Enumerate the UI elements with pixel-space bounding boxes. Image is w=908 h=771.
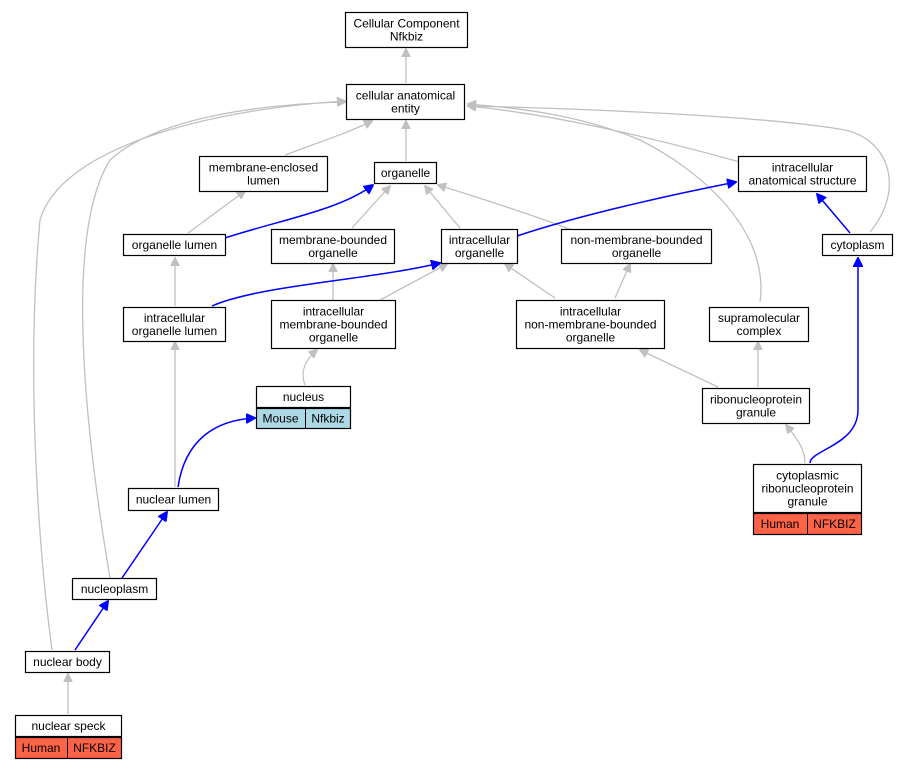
badge-background	[255, 407, 352, 430]
edge-iol-io	[211, 263, 440, 307]
node-label-line: organelle	[566, 331, 616, 345]
badge-species: Mouse	[262, 412, 298, 426]
node-label-line: ribonucleoprotein	[710, 393, 802, 407]
node-organelle-lumen[interactable]: organelle lumen	[122, 233, 227, 257]
edge-nmbo-organelle	[438, 185, 581, 234]
edge-crnpg-cytoplasm	[809, 258, 858, 464]
node-label-line: lumen	[247, 174, 280, 188]
badge-gene: Nfkbiz	[311, 412, 344, 426]
edge-mbo-organelle	[351, 186, 390, 229]
badge-gene: NFKBIZ	[813, 517, 856, 531]
edge-rnpg-inmbo	[640, 350, 719, 388]
node-label-line: cytoplasm	[830, 238, 884, 252]
edge-nlumen-nucleus	[177, 418, 255, 488]
node-label-line: organelle lumen	[132, 238, 217, 252]
node-label-line: Cellular Component	[353, 17, 460, 31]
node-label-line: intracellular	[560, 305, 621, 319]
node-nuclear-speck[interactable]: nuclear speck	[14, 714, 123, 738]
node-label-line: nuclear lumen	[136, 493, 211, 507]
node-label-line: intracellular	[303, 305, 364, 319]
node-label-line: Nfkbiz	[390, 30, 423, 44]
badge-background	[14, 736, 123, 760]
edge-inmbo-nmbo	[614, 264, 630, 299]
node-label-line: intracellular	[772, 161, 833, 175]
node-label-line: anatomical structure	[748, 174, 856, 188]
node-organelle[interactable]: organelle	[373, 161, 438, 185]
node-label-line: cellular anatomical	[356, 89, 455, 103]
node-label-line: organelle	[455, 246, 505, 260]
node-label-line: organelle	[612, 246, 662, 260]
edge-cytoplasm-cae	[468, 106, 890, 233]
edge-nbody-cae	[33, 101, 345, 651]
node-label-line: nuclear speck	[31, 719, 106, 733]
node-label-line: ribonucleoprotein	[761, 482, 853, 496]
node-label-line: supramolecular	[718, 311, 800, 325]
edge-nucleoplasm-nlumen	[121, 512, 167, 579]
node-label-line: membrane-bounded	[279, 318, 387, 332]
node-label-line: organelle lumen	[132, 324, 217, 338]
node-nuclear-body[interactable]: nuclear body	[24, 650, 111, 674]
node-intracellular-non-membrane-bounded-organelle[interactable]: intracellularnon-membrane-boundedorganel…	[515, 299, 666, 350]
node-label-line: cytoplasmic	[776, 469, 839, 483]
edge-olumen-organelle	[224, 185, 373, 239]
edge-mel-cae	[284, 121, 372, 156]
node-label-line: nucleus	[283, 390, 324, 404]
node-cytoplasm[interactable]: cytoplasm	[821, 233, 894, 257]
edge-crnpg-rnpg	[786, 425, 806, 464]
node-label-line: organelle	[381, 166, 431, 180]
node-label-line: intracellular	[449, 233, 510, 247]
badge-species: Human	[22, 741, 61, 755]
node-label-line: intracellular	[144, 311, 205, 325]
badge-nuclear-speck: Human NFKBIZ	[14, 736, 123, 760]
node-label-line: complex	[737, 324, 782, 338]
node-label-line: non-membrane-bounded	[524, 318, 656, 332]
node-label-line: non-membrane-bounded	[570, 233, 702, 247]
edge-io-ias	[516, 182, 736, 237]
node-nucleus[interactable]: nucleus	[255, 385, 352, 409]
edge-nbody-nucleoplasm	[74, 601, 108, 651]
badge-species: Human	[761, 517, 800, 531]
badge-nucleus: Mouse Nfkbiz	[255, 407, 352, 430]
node-label-line: entity	[391, 102, 420, 116]
node-label-line: membrane-enclosed	[209, 161, 318, 175]
node-label-line: membrane-bounded	[279, 233, 387, 247]
edge-io-organelle	[425, 186, 461, 229]
edge-ias-cae	[468, 106, 741, 163]
node-label-line: granule	[787, 495, 827, 509]
node-label-line: organelle	[308, 246, 358, 260]
edge-nucleus-imbo	[302, 350, 317, 386]
node-label-line: organelle	[309, 331, 359, 345]
badge-cytoplasmic-ribonucleoprotein-granule: Human NFKBIZ	[752, 512, 863, 536]
edge-inmbo-io	[505, 264, 556, 299]
edge-nucleoplasm-cae	[82, 102, 345, 579]
node-nucleoplasm[interactable]: nucleoplasm	[71, 577, 158, 601]
edge-imbo-io	[379, 264, 447, 301]
edge-cytoplasm-ias	[817, 194, 851, 234]
edge-olumen-mel	[187, 191, 245, 234]
node-label-line: nuclear body	[33, 655, 102, 669]
is-a-edges	[33, 49, 890, 714]
edge-supra-cae	[468, 104, 762, 303]
node-nuclear-lumen[interactable]: nuclear lumen	[127, 487, 220, 512]
node-label-line: granule	[736, 406, 776, 420]
node-label-line: nucleoplasm	[81, 582, 148, 596]
badge-gene: NFKBIZ	[73, 741, 116, 755]
annotation-edges	[74, 182, 858, 651]
